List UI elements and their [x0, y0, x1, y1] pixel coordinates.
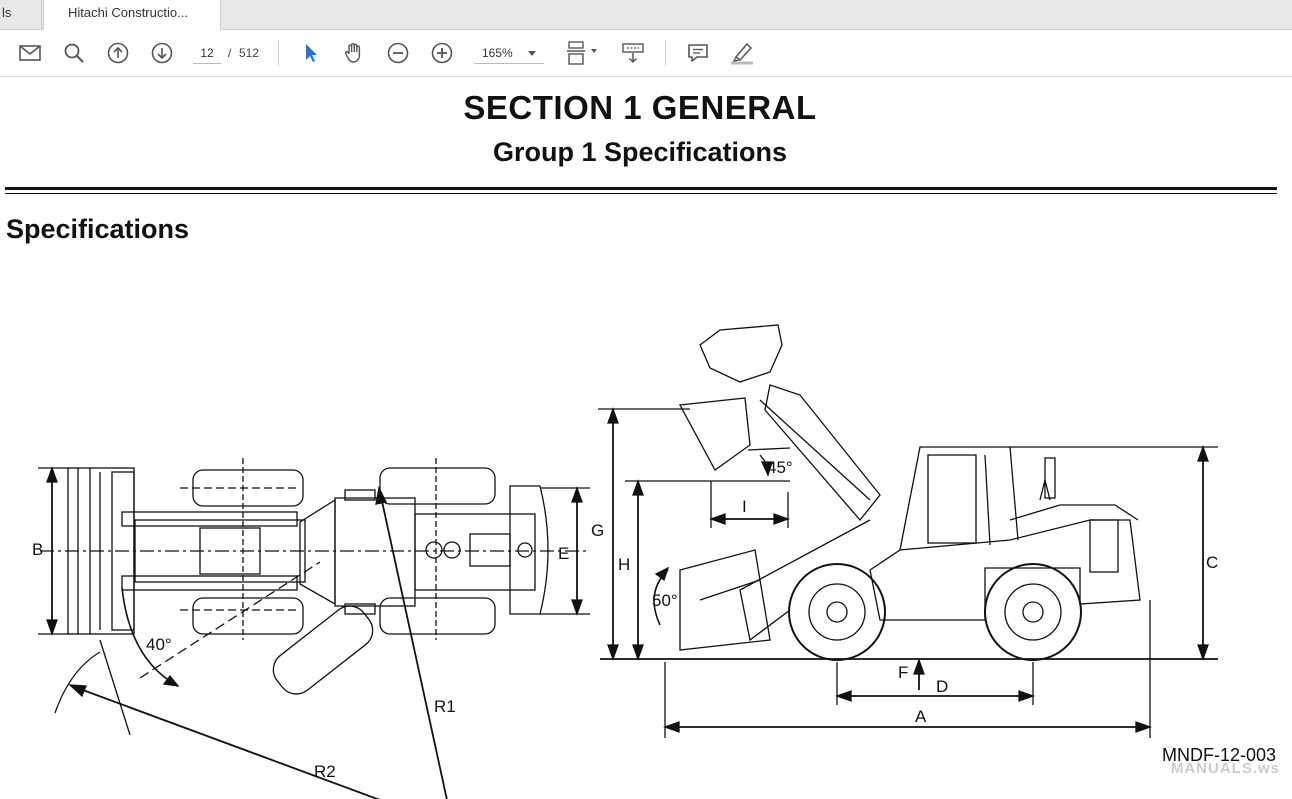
hand-icon[interactable]: [339, 38, 369, 68]
arrow-up-icon[interactable]: [103, 38, 133, 68]
dim-label-e: E: [558, 544, 569, 563]
page-separator: /: [228, 43, 231, 63]
tab-active-document[interactable]: Hitachi Constructio...: [43, 0, 221, 30]
angle-label-40: 40°: [146, 635, 172, 654]
toolbar-divider: [665, 40, 666, 66]
toolbar-divider: [278, 40, 279, 66]
scroll-icon[interactable]: [618, 38, 648, 68]
dim-label-b: B: [32, 540, 43, 559]
pdf-toolbar: 12 / 512 165%: [0, 30, 1292, 77]
loader-dimension-figure: B E 40° R1 R2 G H I 45° 50° C F D A: [0, 77, 1292, 799]
search-icon[interactable]: [59, 38, 89, 68]
tab-previous[interactable]: ls: [0, 0, 42, 29]
watermark: MANUALS.ws: [1171, 760, 1280, 777]
dim-label-r2: R2: [314, 762, 336, 781]
angle-label-45: 45°: [767, 458, 793, 477]
dim-label-r1: R1: [434, 697, 456, 716]
pointer-icon[interactable]: [296, 38, 326, 68]
dim-label-h: H: [618, 555, 630, 574]
dim-label-i: I: [742, 497, 747, 516]
fit-page-icon[interactable]: [563, 38, 601, 68]
document-page: SECTION 1 GENERAL Group 1 Specifications…: [0, 77, 1292, 799]
zoom-select[interactable]: 165%: [474, 42, 544, 64]
dim-label-d: D: [936, 677, 948, 696]
dim-label-a: A: [915, 707, 927, 726]
page-number-input[interactable]: 12: [193, 43, 221, 64]
zoom-value: 165%: [482, 46, 513, 60]
dim-label-c: C: [1206, 553, 1218, 572]
dim-label-f: F: [898, 663, 908, 682]
mail-icon[interactable]: [15, 38, 45, 68]
comment-icon[interactable]: [683, 38, 713, 68]
highlight-icon[interactable]: [727, 38, 757, 68]
page-total: 512: [239, 43, 259, 63]
angle-label-50: 50°: [652, 591, 678, 610]
zoom-in-icon[interactable]: [427, 38, 457, 68]
arrow-down-icon[interactable]: [147, 38, 177, 68]
dim-label-g: G: [591, 521, 604, 540]
side-view-drawing: [600, 325, 1218, 660]
tab-bar: ls Hitachi Constructio...: [0, 0, 1292, 30]
chevron-down-icon: [528, 51, 536, 56]
zoom-out-icon[interactable]: [383, 38, 413, 68]
